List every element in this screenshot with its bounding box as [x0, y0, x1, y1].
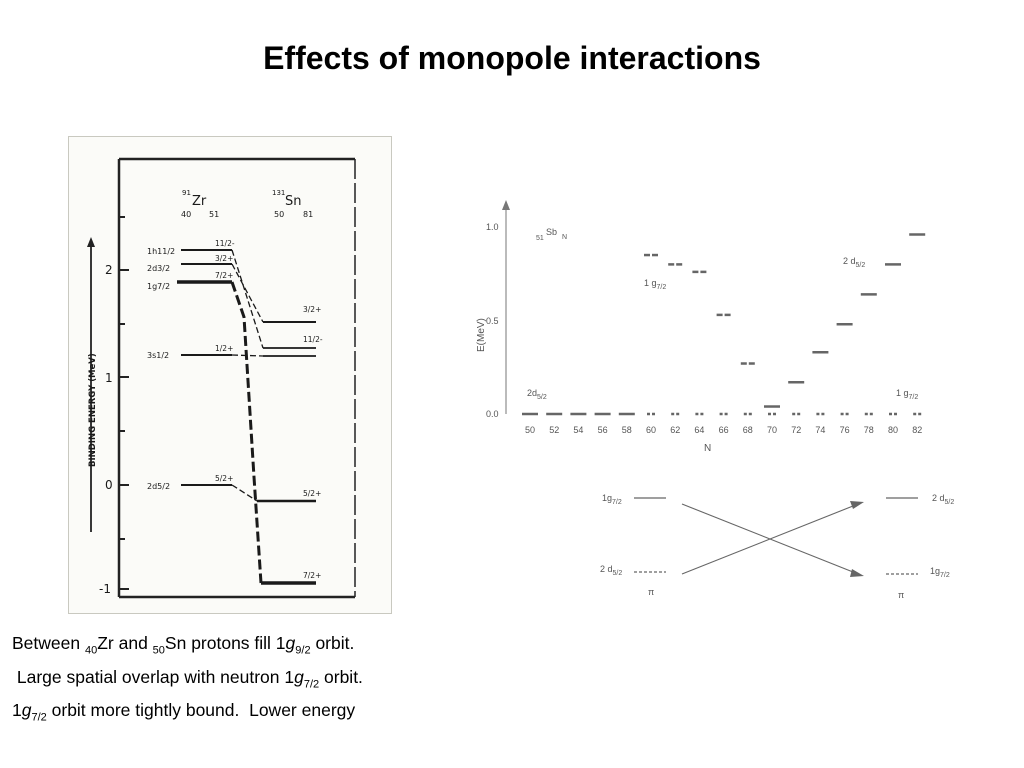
x-tick-label: 66: [719, 425, 729, 435]
x-tick-label: 58: [622, 425, 632, 435]
sb-z: 51: [536, 235, 544, 242]
sn-symbol: Sn: [285, 194, 302, 209]
x-tick-label: 72: [791, 425, 801, 435]
sn-mass: 131: [272, 189, 285, 197]
sb-n: N: [562, 234, 567, 241]
zr-level-label: 3/2+: [215, 254, 233, 263]
schem-left-upper: 1g7/2: [602, 493, 622, 506]
right-y-tick: 1.0: [486, 222, 499, 232]
schem-right-upper: 2 d5/2: [932, 493, 954, 506]
slide-title: Effects of monopole interactions: [263, 40, 761, 76]
x-tick-label: 76: [840, 425, 850, 435]
anno-2d52-top: 2 d5/2: [843, 256, 865, 269]
caption-line-3: 1g7/2 orbit more tightly bound. Lower en…: [12, 700, 356, 724]
schem-left-lower: 2 d5/2: [600, 564, 622, 577]
x-tick-label: 52: [549, 425, 559, 435]
zr-mass: 91: [182, 189, 191, 197]
x-tick-label: 80: [888, 425, 898, 435]
sn-z: 50: [274, 210, 284, 219]
left-y-axis-label: BINDING ENERGY (MeV): [88, 353, 98, 467]
orbital-label: 2d3/2: [147, 264, 170, 273]
anno-1g72-top: 1 g7/2: [644, 278, 666, 291]
x-tick-label: 64: [694, 425, 704, 435]
left-y-tick: 2: [105, 263, 113, 277]
sb-energy-figure: E(MeV) 1.0 0.5 0.0 N 51 Sb N 1 g7/2 2 d5…: [476, 192, 966, 612]
zr-symbol: Zr: [192, 194, 207, 209]
sn-level-label: 5/2+: [303, 489, 321, 498]
right-x-axis-label: N: [704, 443, 711, 454]
zr-level-label: 1/2+: [215, 344, 233, 353]
x-tick-label: 60: [646, 425, 656, 435]
sn-level-label: 11/2-: [303, 335, 323, 344]
anno-2d52-bottom: 2d5/2: [527, 388, 547, 401]
x-tick-label: 70: [767, 425, 777, 435]
x-tick-label: 62: [670, 425, 680, 435]
sn-level-label: 3/2+: [303, 305, 321, 314]
right-y-tick: 0.5: [486, 316, 499, 326]
right-y-tick: 0.0: [486, 409, 499, 419]
caption-text: Between 40Zr and 50Sn protons fill 1g9/2…: [12, 630, 363, 731]
x-tick-label: 56: [598, 425, 608, 435]
x-tick-label: 68: [743, 425, 753, 435]
orbital-label: 2d5/2: [147, 482, 170, 491]
x-tick-label: 50: [525, 425, 535, 435]
schem-right-lower: 1g7/2: [930, 566, 950, 579]
zr-z: 40: [181, 210, 191, 219]
left-y-tick: 1: [105, 371, 113, 385]
orbital-label: 1g7/2: [147, 282, 170, 291]
pi-left: π: [648, 587, 654, 597]
zr-level-label: 7/2+: [215, 271, 233, 280]
sn-n: 81: [303, 210, 313, 219]
pi-right: π: [898, 590, 904, 600]
zr-level-label: 11/2-: [215, 239, 235, 248]
zr-level-label: 5/2+: [215, 474, 233, 483]
x-tick-label: 78: [864, 425, 874, 435]
x-tick-label: 82: [912, 425, 922, 435]
x-tick-label: 74: [815, 425, 825, 435]
orbital-label: 3s1/2: [147, 351, 169, 360]
anno-1g72-bottom: 1 g7/2: [896, 388, 918, 401]
sn-level-label: 7/2+: [303, 571, 321, 580]
caption-line-1: Between 40Zr and 50Sn protons fill 1g9/2…: [12, 633, 355, 657]
sb-symbol: Sb: [546, 227, 557, 237]
left-y-tick: 0: [105, 478, 113, 492]
right-y-axis-label: E(MeV): [476, 318, 487, 352]
orbital-label: 1h11/2: [147, 247, 175, 256]
x-tick-label: 54: [573, 425, 583, 435]
zr-n: 51: [209, 210, 219, 219]
caption-line-2: Large spatial overlap with neutron 1g7/2…: [12, 666, 363, 691]
left-y-tick: -1: [99, 582, 111, 596]
level-diagram-zr-sn: 2 1 0 -1 BINDING ENERGY (MeV) 91 Zr 40 5…: [68, 136, 392, 614]
